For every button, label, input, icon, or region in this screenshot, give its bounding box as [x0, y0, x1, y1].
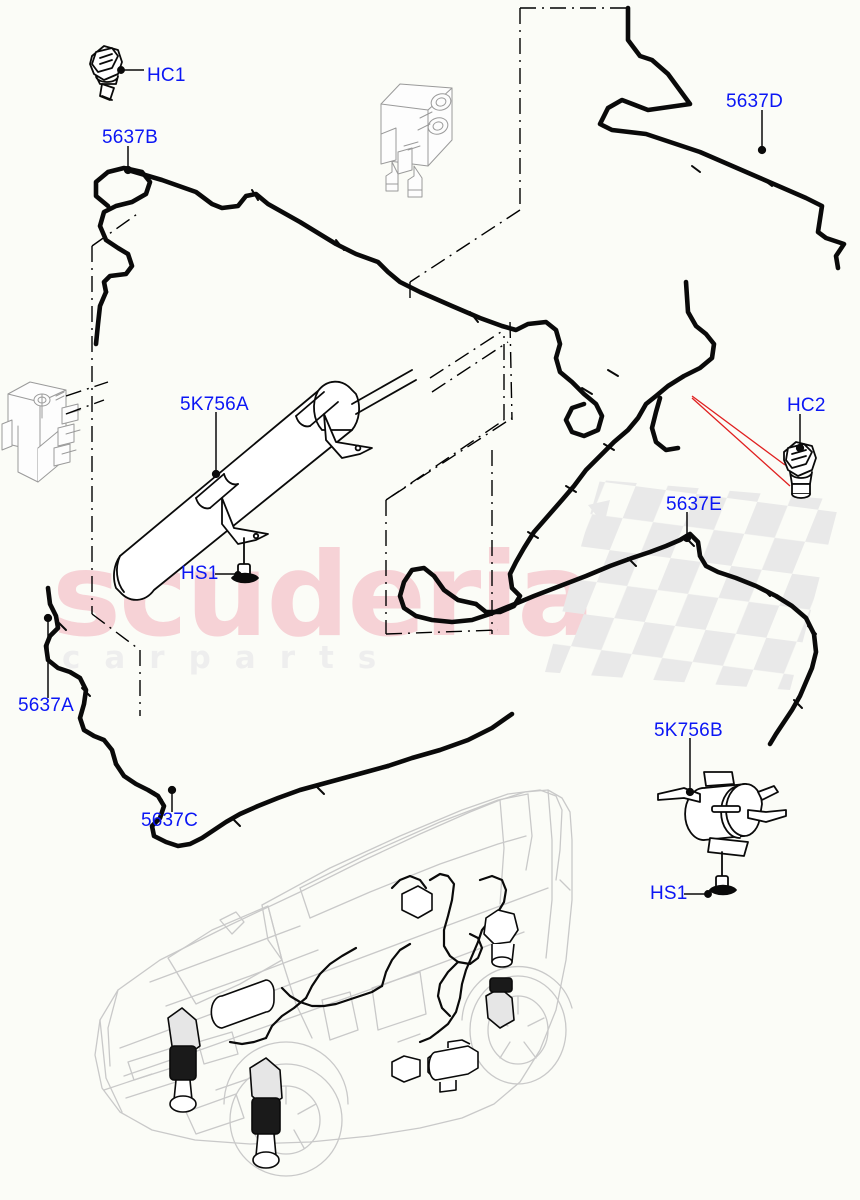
pipe-linking-left — [93, 289, 109, 347]
valve-block-top-icon — [380, 83, 453, 198]
mounting-stud-rear — [709, 851, 737, 896]
pipe-5637E-lower — [397, 531, 819, 747]
pipe-5637E-upper — [473, 279, 717, 615]
red-leader-line-2 — [691, 397, 791, 487]
pipe-5637E-branch — [649, 395, 681, 453]
pipe-5637C-tail — [385, 711, 515, 769]
pipe-clip-ticks — [57, 165, 817, 827]
pipe-clip-hc1 — [89, 45, 123, 101]
air-reservoir-rear — [657, 771, 787, 857]
red-leader-line-1 — [691, 395, 786, 466]
pipe-5637D — [597, 5, 847, 271]
air-reservoir-front — [113, 369, 417, 601]
pipe-5637B — [93, 165, 153, 295]
pipe-5637B-main — [125, 167, 605, 439]
pipe-5637A — [43, 585, 119, 767]
compressor-left-icon — [1, 381, 81, 483]
